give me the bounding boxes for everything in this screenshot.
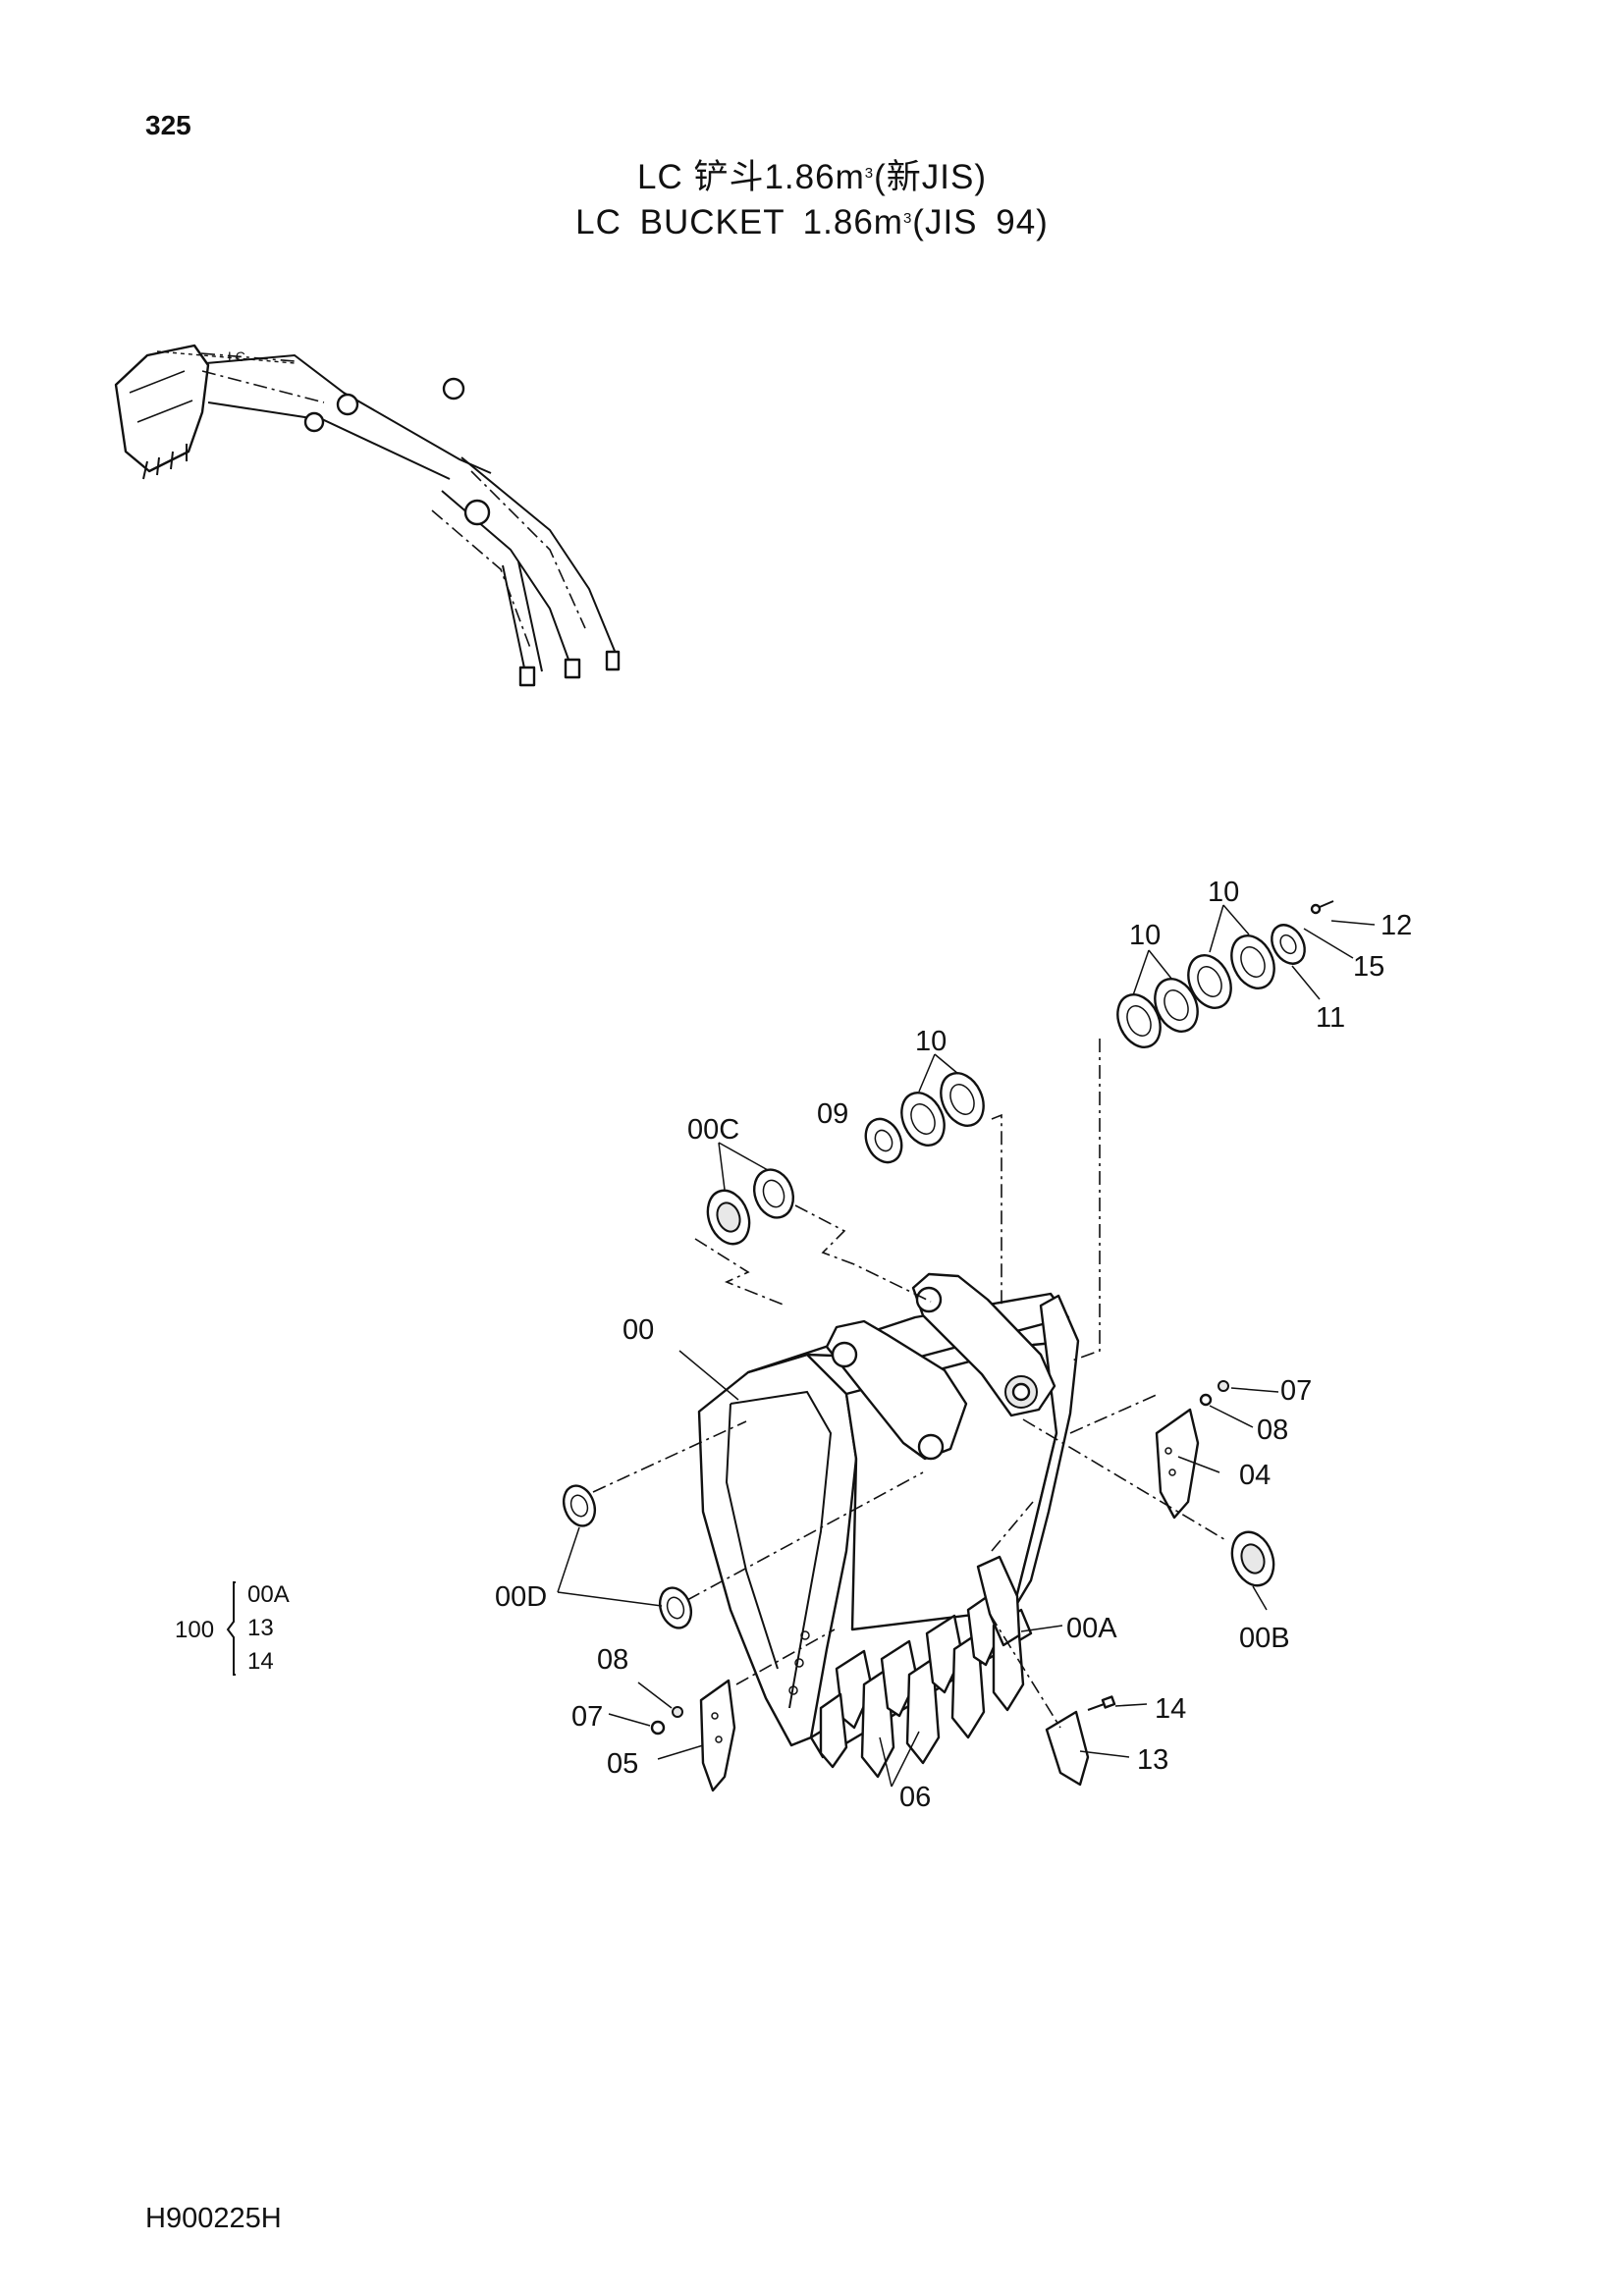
callout-00B: 00B: [1239, 1623, 1290, 1654]
callout-07-left: 07: [571, 1701, 603, 1733]
kit-item-13: 13: [247, 1615, 274, 1641]
callout-07-right: 07: [1280, 1375, 1312, 1407]
side-cutter-left: [650, 1679, 736, 1792]
part-12-15-11: [1271, 900, 1334, 965]
kit-item-14: 14: [247, 1648, 274, 1675]
callout-14: 14: [1155, 1693, 1186, 1725]
callout-00A: 00A: [1066, 1613, 1117, 1644]
callout-10-top: 10: [1208, 877, 1239, 908]
callout-00C: 00C: [687, 1114, 739, 1146]
svg-text:LC: LC: [228, 348, 245, 364]
callout-10-middle: 10: [915, 1026, 947, 1057]
bucket-body: [697, 1272, 1080, 1779]
callout-12: 12: [1380, 910, 1412, 941]
page-title: LC 铲斗1.86m3(新JIS) LC BUCKET 1.86m3(JIS 9…: [0, 155, 1624, 245]
callout-10-upper-left: 10: [1129, 920, 1161, 951]
document-code: H900225H: [145, 2203, 282, 2234]
assembly-lines: [592, 1039, 1228, 1729]
title-english: LC BUCKET 1.86m3(JIS 94): [575, 203, 1049, 241]
callout-08-left: 08: [597, 1644, 628, 1676]
callout-15: 15: [1353, 951, 1384, 983]
attachment-location-thumbnail: LC: [114, 344, 621, 687]
side-cutter-right: [1155, 1380, 1229, 1520]
title-chinese: LC 铲斗1.86m3(新JIS): [637, 158, 987, 196]
callout-00: 00: [623, 1314, 654, 1346]
kit-number: 100: [175, 1617, 214, 1643]
shims-middle: [864, 1072, 985, 1164]
shims-upper-right: [1116, 934, 1275, 1048]
callout-09: 09: [817, 1098, 848, 1130]
leader-lines: [557, 904, 1376, 1788]
callout-05: 05: [607, 1748, 638, 1780]
page-number: 325: [145, 110, 191, 140]
kit-item-00A: 00A: [247, 1581, 290, 1608]
callout-13: 13: [1137, 1744, 1168, 1776]
kit-bracket: 100 00A 13 14: [175, 1581, 290, 1676]
callout-00D: 00D: [495, 1581, 547, 1613]
bushing-00B: [1230, 1530, 1275, 1587]
callout-08-right: 08: [1257, 1415, 1288, 1446]
callout-11: 11: [1316, 1002, 1345, 1034]
bushings-00D: [562, 1484, 693, 1629]
callout-labels: 12 15 11 10 10 10 00C 09 00 07 08 04 00D…: [495, 877, 1412, 1813]
bushings-00C: [706, 1168, 794, 1246]
callout-06: 06: [899, 1782, 931, 1813]
callout-04: 04: [1239, 1460, 1271, 1491]
